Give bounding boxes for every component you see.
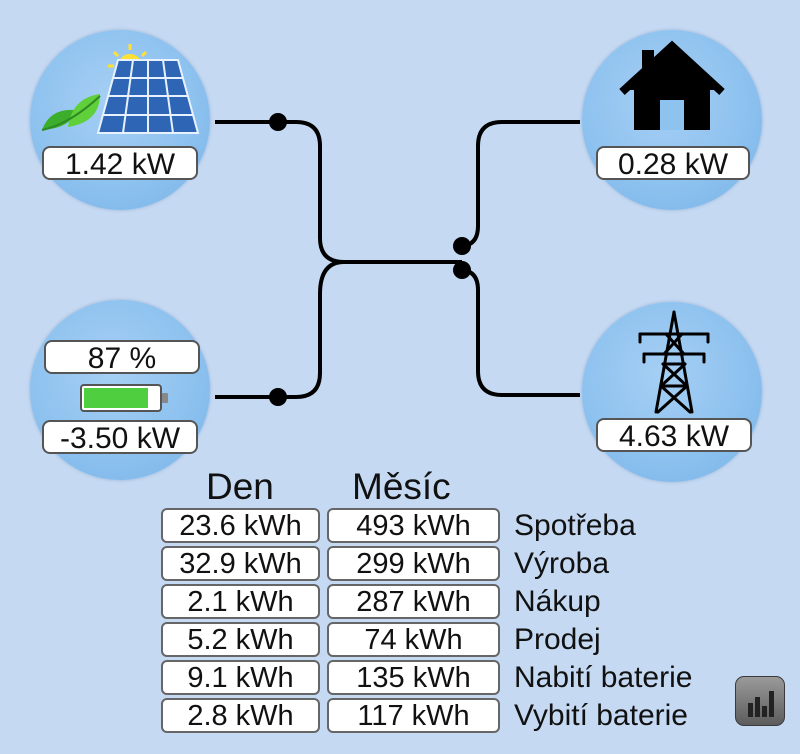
solar-panel-icon xyxy=(41,44,200,134)
row-label: Spotřeba xyxy=(514,509,636,542)
battery-terminal xyxy=(162,393,168,403)
solar-junction-dot xyxy=(269,113,287,131)
day-value: 9.1 kWh xyxy=(161,660,320,695)
house-icon xyxy=(619,40,725,130)
battery-flow-line xyxy=(215,260,345,399)
month-value: 299 kWh xyxy=(327,546,500,581)
month-value: 493 kWh xyxy=(327,508,500,543)
month-value: 117 kWh xyxy=(327,698,500,733)
row-label: Nabití baterie xyxy=(514,661,693,694)
row-label: Vybití baterie xyxy=(514,699,688,732)
grid-flow-line xyxy=(459,268,580,397)
chart-button[interactable] xyxy=(735,676,785,726)
day-value: 23.6 kWh xyxy=(161,508,320,543)
day-value: 2.1 kWh xyxy=(161,584,320,619)
battery-node: 87 % -3.50 kW xyxy=(30,300,210,480)
house-flow-line xyxy=(459,120,580,248)
house-power-value: 0.28 kW xyxy=(596,146,750,181)
day-value: 32.9 kWh xyxy=(161,546,320,581)
house-node: 0.28 kW xyxy=(582,30,762,210)
grid-junction-dot xyxy=(453,261,471,279)
solar-flow-line xyxy=(215,120,460,264)
month-value: 287 kWh xyxy=(327,584,500,619)
grid-node: 4.63 kW xyxy=(582,302,762,482)
month-value: 135 kWh xyxy=(327,660,500,695)
month-column-header: Měsíc xyxy=(352,466,451,507)
month-value: 74 kWh xyxy=(327,622,500,657)
row-label: Nákup xyxy=(514,585,601,618)
battery-percent-value: 87 % xyxy=(44,340,200,375)
battery-power-value: -3.50 kW xyxy=(42,420,198,455)
battery-charge-fill xyxy=(84,388,148,408)
house-junction-dot xyxy=(453,237,471,255)
solar-node: 1.42 kW xyxy=(30,30,210,210)
grid-power-value: 4.63 kW xyxy=(596,418,752,453)
bar-chart-icon xyxy=(748,691,774,717)
power-pylon-icon xyxy=(638,310,710,414)
battery-icon xyxy=(80,384,168,412)
day-value: 2.8 kWh xyxy=(161,698,320,733)
row-label: Výroba xyxy=(514,547,610,580)
solar-power-value: 1.42 kW xyxy=(42,146,198,181)
row-label: Prodej xyxy=(514,623,601,656)
day-value: 5.2 kWh xyxy=(161,622,320,657)
day-column-header: Den xyxy=(206,466,274,507)
battery-junction-dot xyxy=(269,388,287,406)
